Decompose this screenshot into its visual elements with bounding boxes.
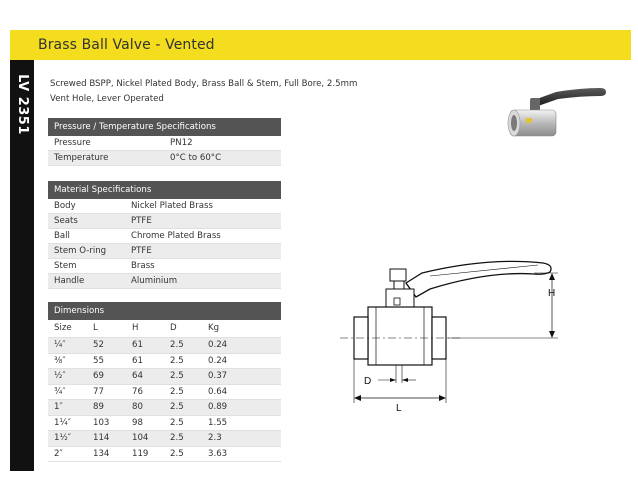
cell: 61 <box>132 340 143 350</box>
product-code-wrap: LV 2351 <box>10 73 34 135</box>
technical-drawing: H D L <box>340 260 558 413</box>
column-header: Kg <box>208 323 220 333</box>
row-value: Brass <box>131 261 155 271</box>
cell: 76 <box>132 386 143 397</box>
side-bar: LV 2351 <box>10 60 34 471</box>
cell: 64 <box>132 371 143 381</box>
table-row: Pressure PN12 <box>48 136 281 151</box>
description-line-2: Vent Hole, Lever Operated <box>50 94 164 104</box>
cell: 2.5 <box>170 448 184 459</box>
cell: 2.3 <box>208 433 222 443</box>
table-row: ½″ 69 64 2.5 0.37 <box>48 369 281 385</box>
cell: 119 <box>132 448 149 459</box>
cell: 55 <box>93 355 104 366</box>
column-header: D <box>170 323 177 333</box>
cell: 2″ <box>54 448 63 459</box>
cell: 1″ <box>54 402 63 412</box>
cell: 2.5 <box>170 417 184 428</box>
cell: 2.5 <box>170 355 184 366</box>
table-row: ¾″ 77 76 2.5 0.64 <box>48 385 281 400</box>
table-row: Body Nickel Plated Brass <box>48 199 281 214</box>
table-row: ⅜″ 55 61 2.5 0.24 <box>48 354 281 369</box>
table-row: Seats PTFE <box>48 214 281 229</box>
cell: 98 <box>132 417 143 428</box>
page-title: Brass Ball Valve - Vented <box>38 37 215 53</box>
table-row: Stem Brass <box>48 259 281 274</box>
cell: 2.5 <box>170 340 184 350</box>
description-line-1: Screwed BSPP, Nickel Plated Body, Brass … <box>50 79 358 89</box>
cell: ½″ <box>54 371 66 381</box>
pressure-table-title: Pressure / Temperature Specifications <box>48 118 281 136</box>
cell: 0.64 <box>208 386 228 397</box>
cell: 69 <box>93 371 104 381</box>
cell: 2.5 <box>170 386 184 397</box>
row-value: PTFE <box>131 246 152 256</box>
row-label: Stem <box>54 261 77 271</box>
table-row: 1¼″ 103 98 2.5 1.55 <box>48 416 281 431</box>
table-row: Ball Chrome Plated Brass <box>48 229 281 244</box>
row-value: Nickel Plated Brass <box>131 201 213 211</box>
row-label: Ball <box>54 231 70 241</box>
column-header: Size <box>54 323 72 333</box>
row-label: Stem O-ring <box>54 246 107 256</box>
cell: 1½″ <box>54 433 72 443</box>
table-row: 1½″ 114 104 2.5 2.3 <box>48 431 281 447</box>
cell: 0.89 <box>208 402 228 412</box>
cell: 104 <box>132 433 149 443</box>
pressure-table: Pressure / Temperature Specifications Pr… <box>48 118 281 166</box>
table-row: 1″ 89 80 2.5 0.89 <box>48 400 281 416</box>
cell: 134 <box>93 448 110 459</box>
cell: 1¼″ <box>54 417 72 428</box>
row-label: Body <box>54 201 76 211</box>
product-description: Screwed BSPP, Nickel Plated Body, Brass … <box>50 77 380 107</box>
cell: ¼″ <box>54 340 66 350</box>
material-table: Material Specifications Body Nickel Plat… <box>48 181 281 289</box>
dimension-label-d: D <box>364 376 371 387</box>
cell: 103 <box>93 417 110 428</box>
cell: 0.37 <box>208 371 228 381</box>
row-value: Aluminium <box>131 276 178 286</box>
cell: 52 <box>93 340 104 350</box>
row-label: Handle <box>54 276 85 286</box>
dimensions-table: Dimensions Size L H D Kg ¼″ 52 61 2.5 0.… <box>48 302 281 462</box>
table-row: Temperature 0°C to 60°C <box>48 151 281 166</box>
column-header: L <box>93 323 98 333</box>
cell: 0.24 <box>208 355 228 366</box>
table-row: 2″ 134 119 2.5 3.63 <box>48 447 281 462</box>
header-banner: Brass Ball Valve - Vented <box>10 30 631 60</box>
cell: 89 <box>93 402 104 412</box>
cell: 1.55 <box>208 417 228 428</box>
cell: 2.5 <box>170 402 184 412</box>
row-value: Chrome Plated Brass <box>131 231 221 241</box>
cell: 2.5 <box>170 371 184 381</box>
row-value: PN12 <box>170 138 193 148</box>
row-label: Pressure <box>54 138 91 148</box>
table-row: ¼″ 52 61 2.5 0.24 <box>48 338 281 354</box>
column-header: H <box>132 323 139 333</box>
cell: 0.24 <box>208 340 228 350</box>
row-label: Temperature <box>54 153 109 163</box>
cell: 114 <box>93 433 110 443</box>
cell: ¾″ <box>54 386 66 397</box>
row-value: 0°C to 60°C <box>170 153 222 163</box>
dimension-label-l: L <box>396 403 402 413</box>
cell: 61 <box>132 355 143 366</box>
cell: 80 <box>132 402 143 412</box>
table-row: Stem O-ring PTFE <box>48 244 281 259</box>
dimension-label-h: H <box>548 288 555 299</box>
cell: 2.5 <box>170 433 184 443</box>
row-label: Seats <box>54 216 78 226</box>
valve-photo <box>507 88 606 137</box>
table-row: Handle Aluminium <box>48 274 281 289</box>
dimensions-table-title: Dimensions <box>48 302 281 320</box>
row-value: PTFE <box>131 216 152 226</box>
table-header-row: Size L H D Kg <box>48 320 281 338</box>
product-code: LV 2351 <box>14 73 30 135</box>
cell: 77 <box>93 386 104 397</box>
cell: 3.63 <box>208 448 228 459</box>
material-table-title: Material Specifications <box>48 181 281 199</box>
cell: ⅜″ <box>54 355 66 366</box>
